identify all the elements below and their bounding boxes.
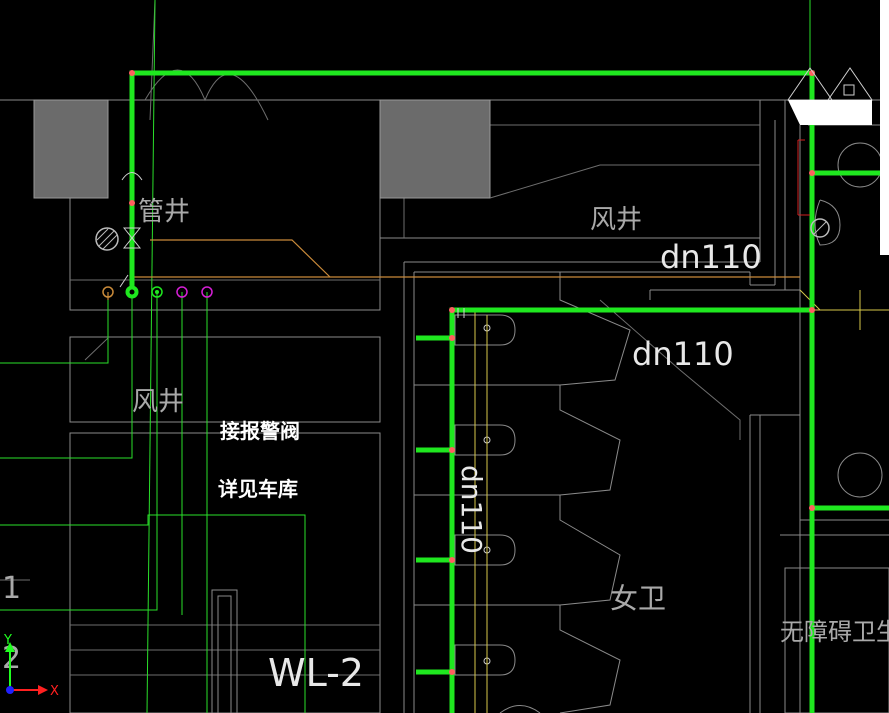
label-air-shaft-2: 风井 — [132, 387, 184, 417]
label-dn110-top: dn110 — [660, 238, 762, 276]
elevation-marker — [787, 0, 889, 255]
magenta-riser-icon-2 — [201, 286, 213, 298]
valve-icon — [122, 227, 142, 249]
ucs-x-label: X — [50, 684, 59, 699]
red-outline-details — [797, 139, 810, 216]
building-walls — [0, 99, 889, 713]
label-womens-restroom: 女卫 — [610, 582, 666, 615]
ucs-axis-icon: Y X — [3, 633, 59, 699]
label-pipe-shaft: 管井 — [138, 197, 190, 227]
green-riser-icon-2 — [151, 286, 163, 298]
drawing-labels: 管井 风井 风井 dn110 dn110 dn110 接报警阀 详见车库 女卫 … — [2, 197, 889, 695]
riser-symbols — [95, 172, 830, 318]
thin-green-branch-lines — [0, 0, 811, 713]
ucs-y-label: Y — [3, 633, 12, 648]
label-left-mark-1: 1 — [2, 571, 21, 606]
orange-leader-lines — [107, 239, 889, 713]
hatched-circle-icon-2 — [810, 218, 830, 238]
hatched-circle-icon — [95, 227, 119, 251]
structural-columns — [33, 99, 491, 199]
toilet-fixtures — [454, 142, 883, 713]
label-dn110-mid: dn110 — [632, 335, 734, 373]
magenta-riser-icon — [176, 286, 188, 298]
orange-riser-icon — [102, 286, 114, 298]
label-alarm-valve: 接报警阀 — [220, 419, 300, 443]
label-accessible-restroom: 无障碍卫生间 — [780, 618, 889, 646]
label-see-garage: 详见车库 — [218, 477, 298, 501]
label-air-shaft-1: 风井 — [590, 205, 642, 235]
label-wl2: WL-2 — [268, 651, 364, 695]
label-dn110-vertical: dn110 — [455, 465, 488, 554]
pipe-junction-markers — [129, 70, 815, 675]
